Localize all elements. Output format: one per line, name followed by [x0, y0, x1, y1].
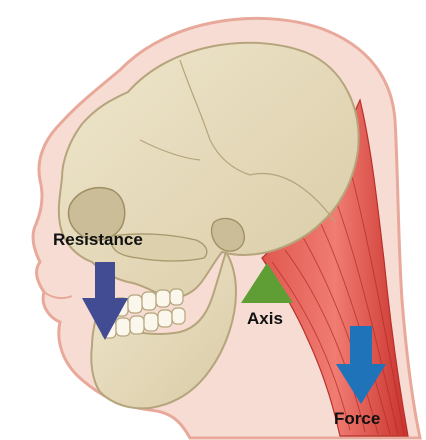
axis-label: Axis: [247, 309, 283, 329]
force-label: Force: [334, 409, 380, 429]
resistance-label: Resistance: [53, 230, 143, 250]
